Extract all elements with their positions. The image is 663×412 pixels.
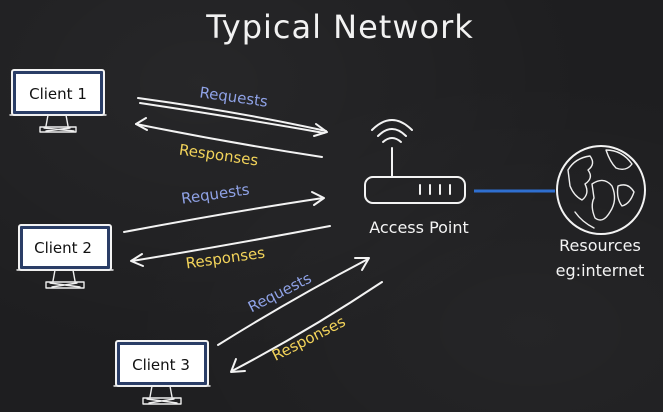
response-arrow-2: [130, 225, 331, 267]
access-point-label: Access Point: [369, 218, 469, 237]
response-label-2: Responses: [185, 244, 267, 273]
request-arrow-1: [137, 97, 328, 137]
client-1-monitor-icon: [9, 69, 107, 133]
resources-label: Resources: [559, 236, 641, 255]
client-2-label: Client 2: [34, 239, 92, 257]
request-label-3: Requests: [245, 269, 315, 316]
globe-icon: [556, 145, 646, 235]
router-icon: [364, 119, 466, 204]
response-arrow-3: [230, 281, 383, 373]
client-1-label: Client 1: [29, 85, 87, 103]
response-arrow-1: [135, 117, 323, 158]
client-3-monitor-icon: [113, 340, 211, 405]
request-label-1: Requests: [198, 83, 269, 110]
request-arrow-2: [123, 191, 325, 233]
client-2-monitor-icon: [16, 224, 114, 289]
client-3-label: Client 3: [132, 356, 190, 374]
request-label-2: Requests: [180, 180, 251, 207]
diagram-title: Typical Network: [205, 8, 474, 46]
response-label-3: Responses: [269, 312, 348, 364]
request-arrow-3: [217, 257, 370, 346]
resources-example-label: eg:internet: [556, 261, 645, 280]
